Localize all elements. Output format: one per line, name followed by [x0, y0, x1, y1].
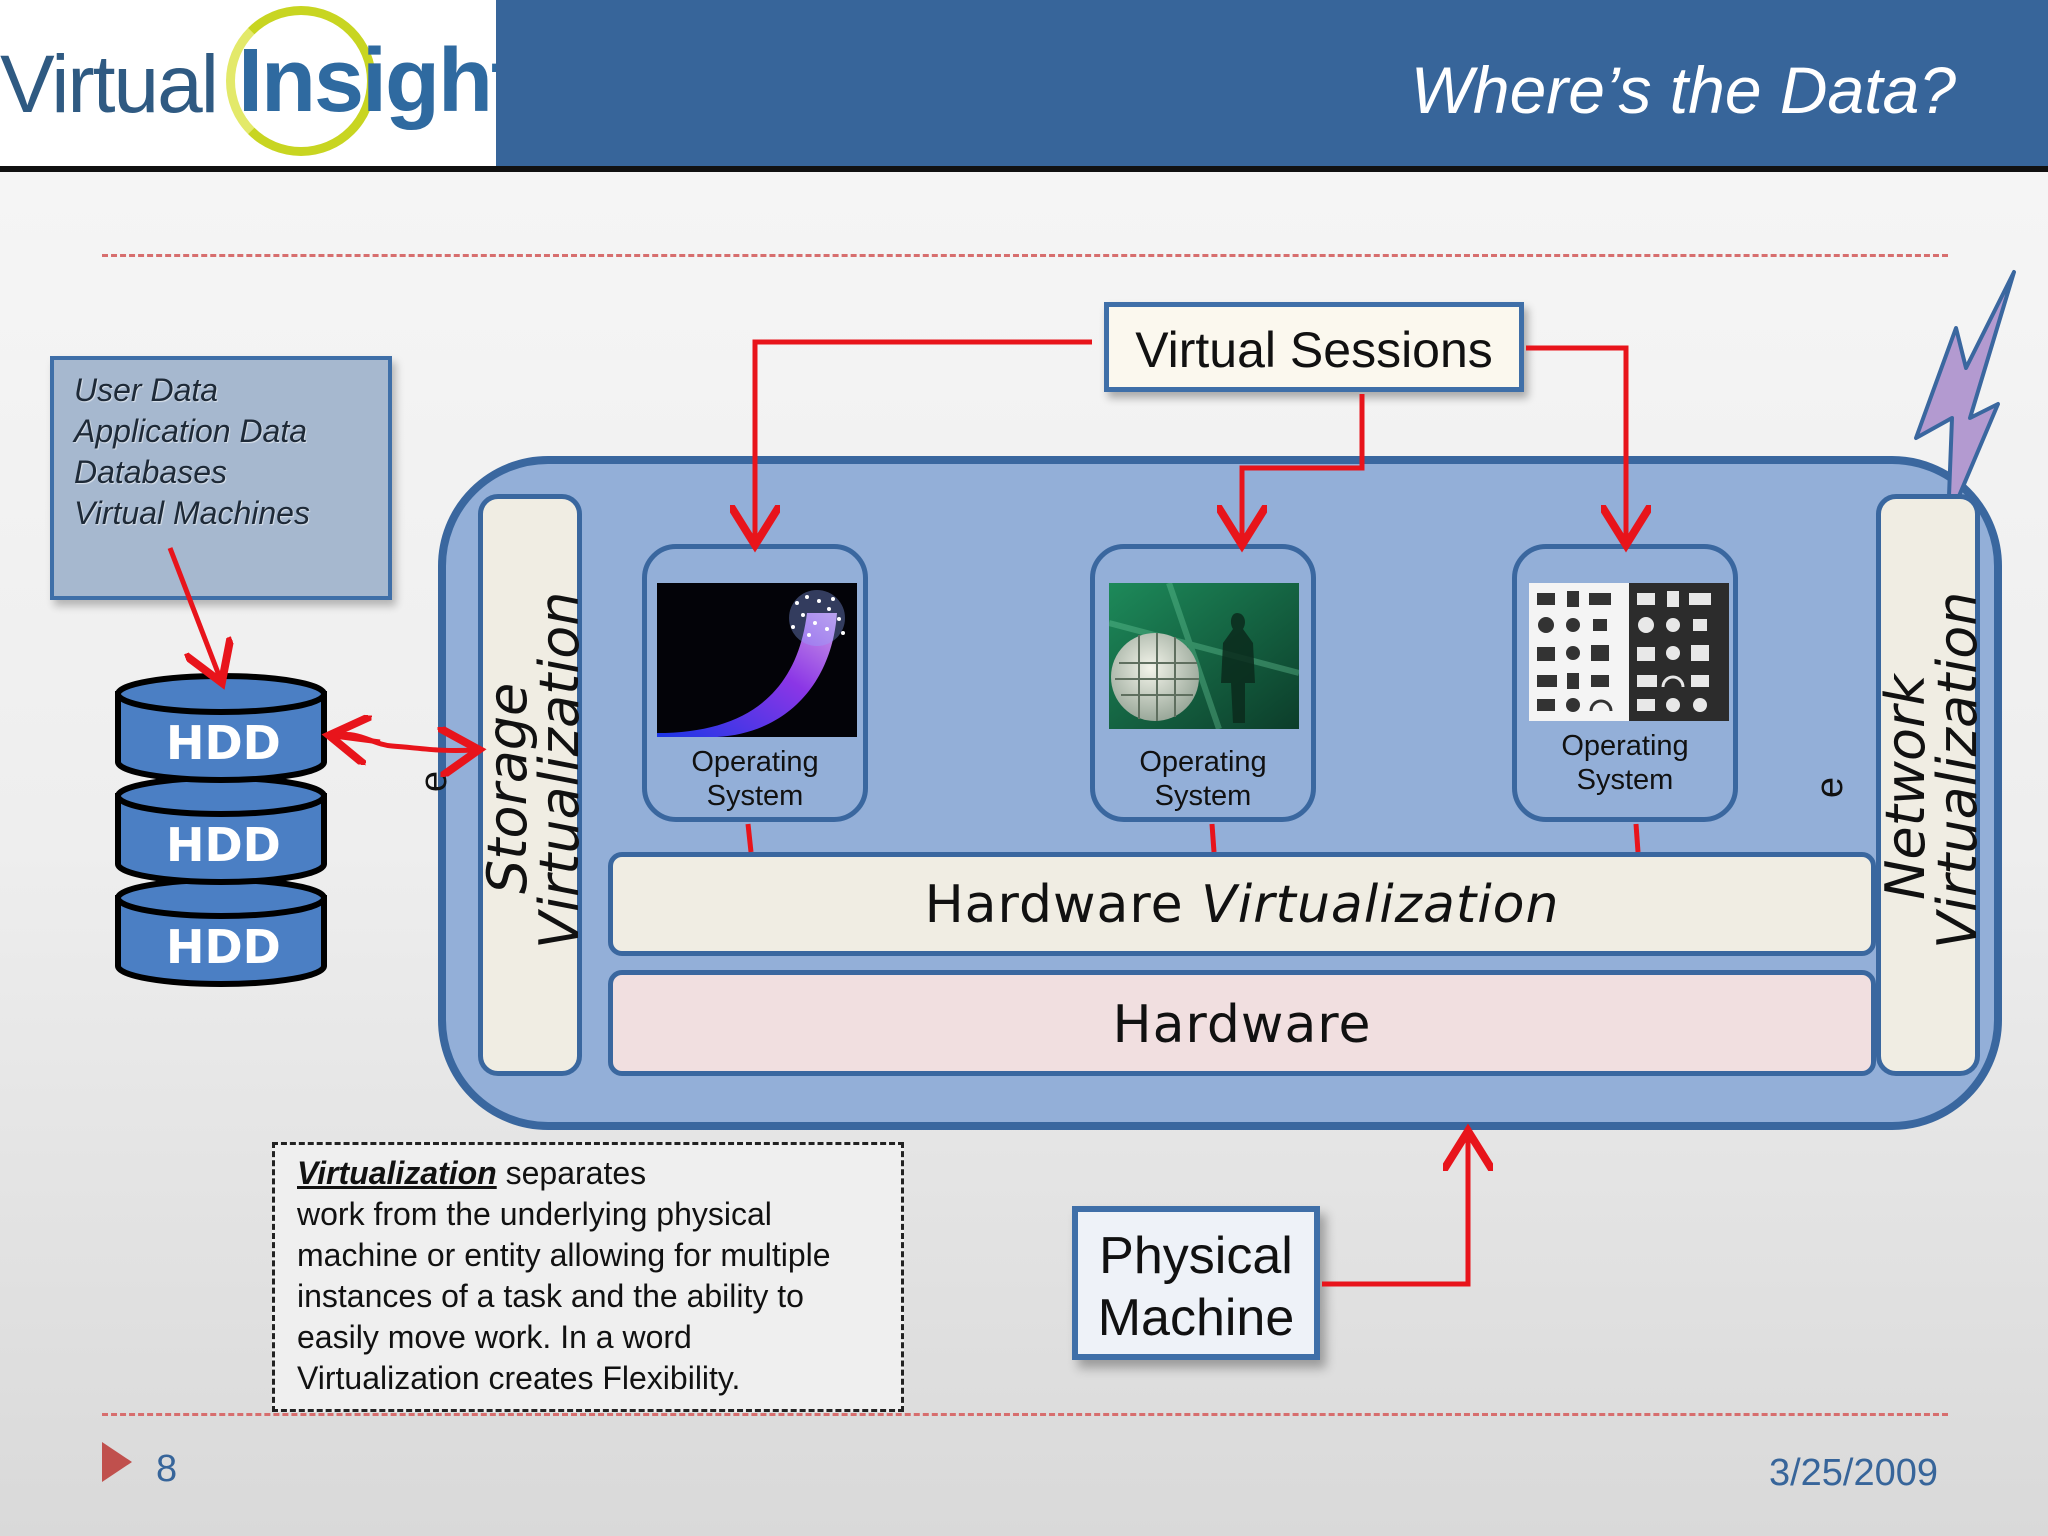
- sessions-to-os2-arrow: [1242, 394, 1365, 540]
- footer-date: 3/25/2009: [1768, 1452, 1938, 1494]
- lightning-bolt-icon: [1914, 270, 2016, 524]
- definition-line: Virtualization creates Flexibility.: [297, 1360, 741, 1396]
- os2-connector: [1209, 823, 1217, 853]
- logo-text-insight: Insight: [238, 31, 521, 131]
- network-virtualization-panel: Network Virtualization: [1874, 494, 1989, 1076]
- sessions-to-os3-arrow: [1526, 345, 1626, 540]
- data-types-box: User Data Application Data Databases Vir…: [50, 356, 392, 600]
- data-item: Application Data: [74, 413, 308, 449]
- physical-machine-label-line1: Physical: [1099, 1227, 1293, 1285]
- media-icons-grid-image: [1529, 583, 1729, 721]
- logo: Virtual Insight: [0, 0, 521, 166]
- logo-underline: [0, 166, 496, 172]
- logo-ring-icon: [226, 6, 376, 156]
- title-bar: Where’s the Data?: [496, 0, 2048, 172]
- definition-line: machine or entity allowing for multiple: [297, 1237, 831, 1273]
- hdd-label: HDD: [166, 716, 281, 770]
- data-item: User Data: [74, 372, 219, 408]
- physical-to-container-arrow: [1322, 1136, 1468, 1287]
- virtualization-definition-box: Virtualization separates work from the u…: [272, 1142, 904, 1412]
- os1-connector: [745, 823, 754, 853]
- virtual-sessions-label: Virtual Sessions: [1135, 322, 1493, 378]
- hardware-virtualization-bar: Hardware Virtualization: [608, 852, 1876, 956]
- sessions-to-os1-arrow: [755, 339, 1092, 540]
- globe-silhouette-image: [1109, 583, 1299, 729]
- physical-machine-label-line2: Machine: [1097, 1289, 1295, 1347]
- page-number: 8: [156, 1448, 178, 1490]
- physical-machine-box: Physical Machine: [1072, 1206, 1320, 1360]
- slide-header: Virtual Insight Where’s the Data?: [0, 0, 2048, 172]
- slide-title: Where’s the Data?: [1410, 53, 1956, 127]
- definition-line: work from the underlying physical: [297, 1196, 772, 1232]
- definition-line: instances of a task and the ability to: [297, 1278, 804, 1314]
- hardware-label: Hardware: [1112, 995, 1372, 1055]
- bottom-dashed-divider: [102, 1413, 1948, 1416]
- hdd-cylinder-3: [115, 877, 327, 987]
- definition-line: easily move work. In a word: [297, 1319, 692, 1355]
- storage-virtualization-panel: Storage Virtualization: [476, 494, 591, 1076]
- definition-first-line: Virtualization separates: [297, 1155, 647, 1191]
- data-item: Virtual Machines: [74, 495, 310, 531]
- logo-text-virtual: Virtual: [0, 39, 219, 130]
- data-to-hdd-arrow: [167, 547, 220, 678]
- definition-term: Virtualization: [297, 1155, 497, 1191]
- data-item: Databases: [74, 454, 227, 490]
- hdd-label: HDD: [166, 818, 281, 872]
- os3-connector: [1633, 823, 1641, 853]
- slide-marker-triangle-icon: [102, 1442, 132, 1482]
- top-dashed-divider: [102, 254, 1948, 257]
- hardware-bar: Hardware: [608, 970, 1876, 1076]
- fiber-optic-image: [657, 583, 857, 737]
- virtual-sessions-box: Virtual Sessions: [1104, 302, 1524, 392]
- hdd-label: HDD: [166, 920, 281, 974]
- hardware-virtualization-label: Hardware Virtualization: [924, 875, 1560, 935]
